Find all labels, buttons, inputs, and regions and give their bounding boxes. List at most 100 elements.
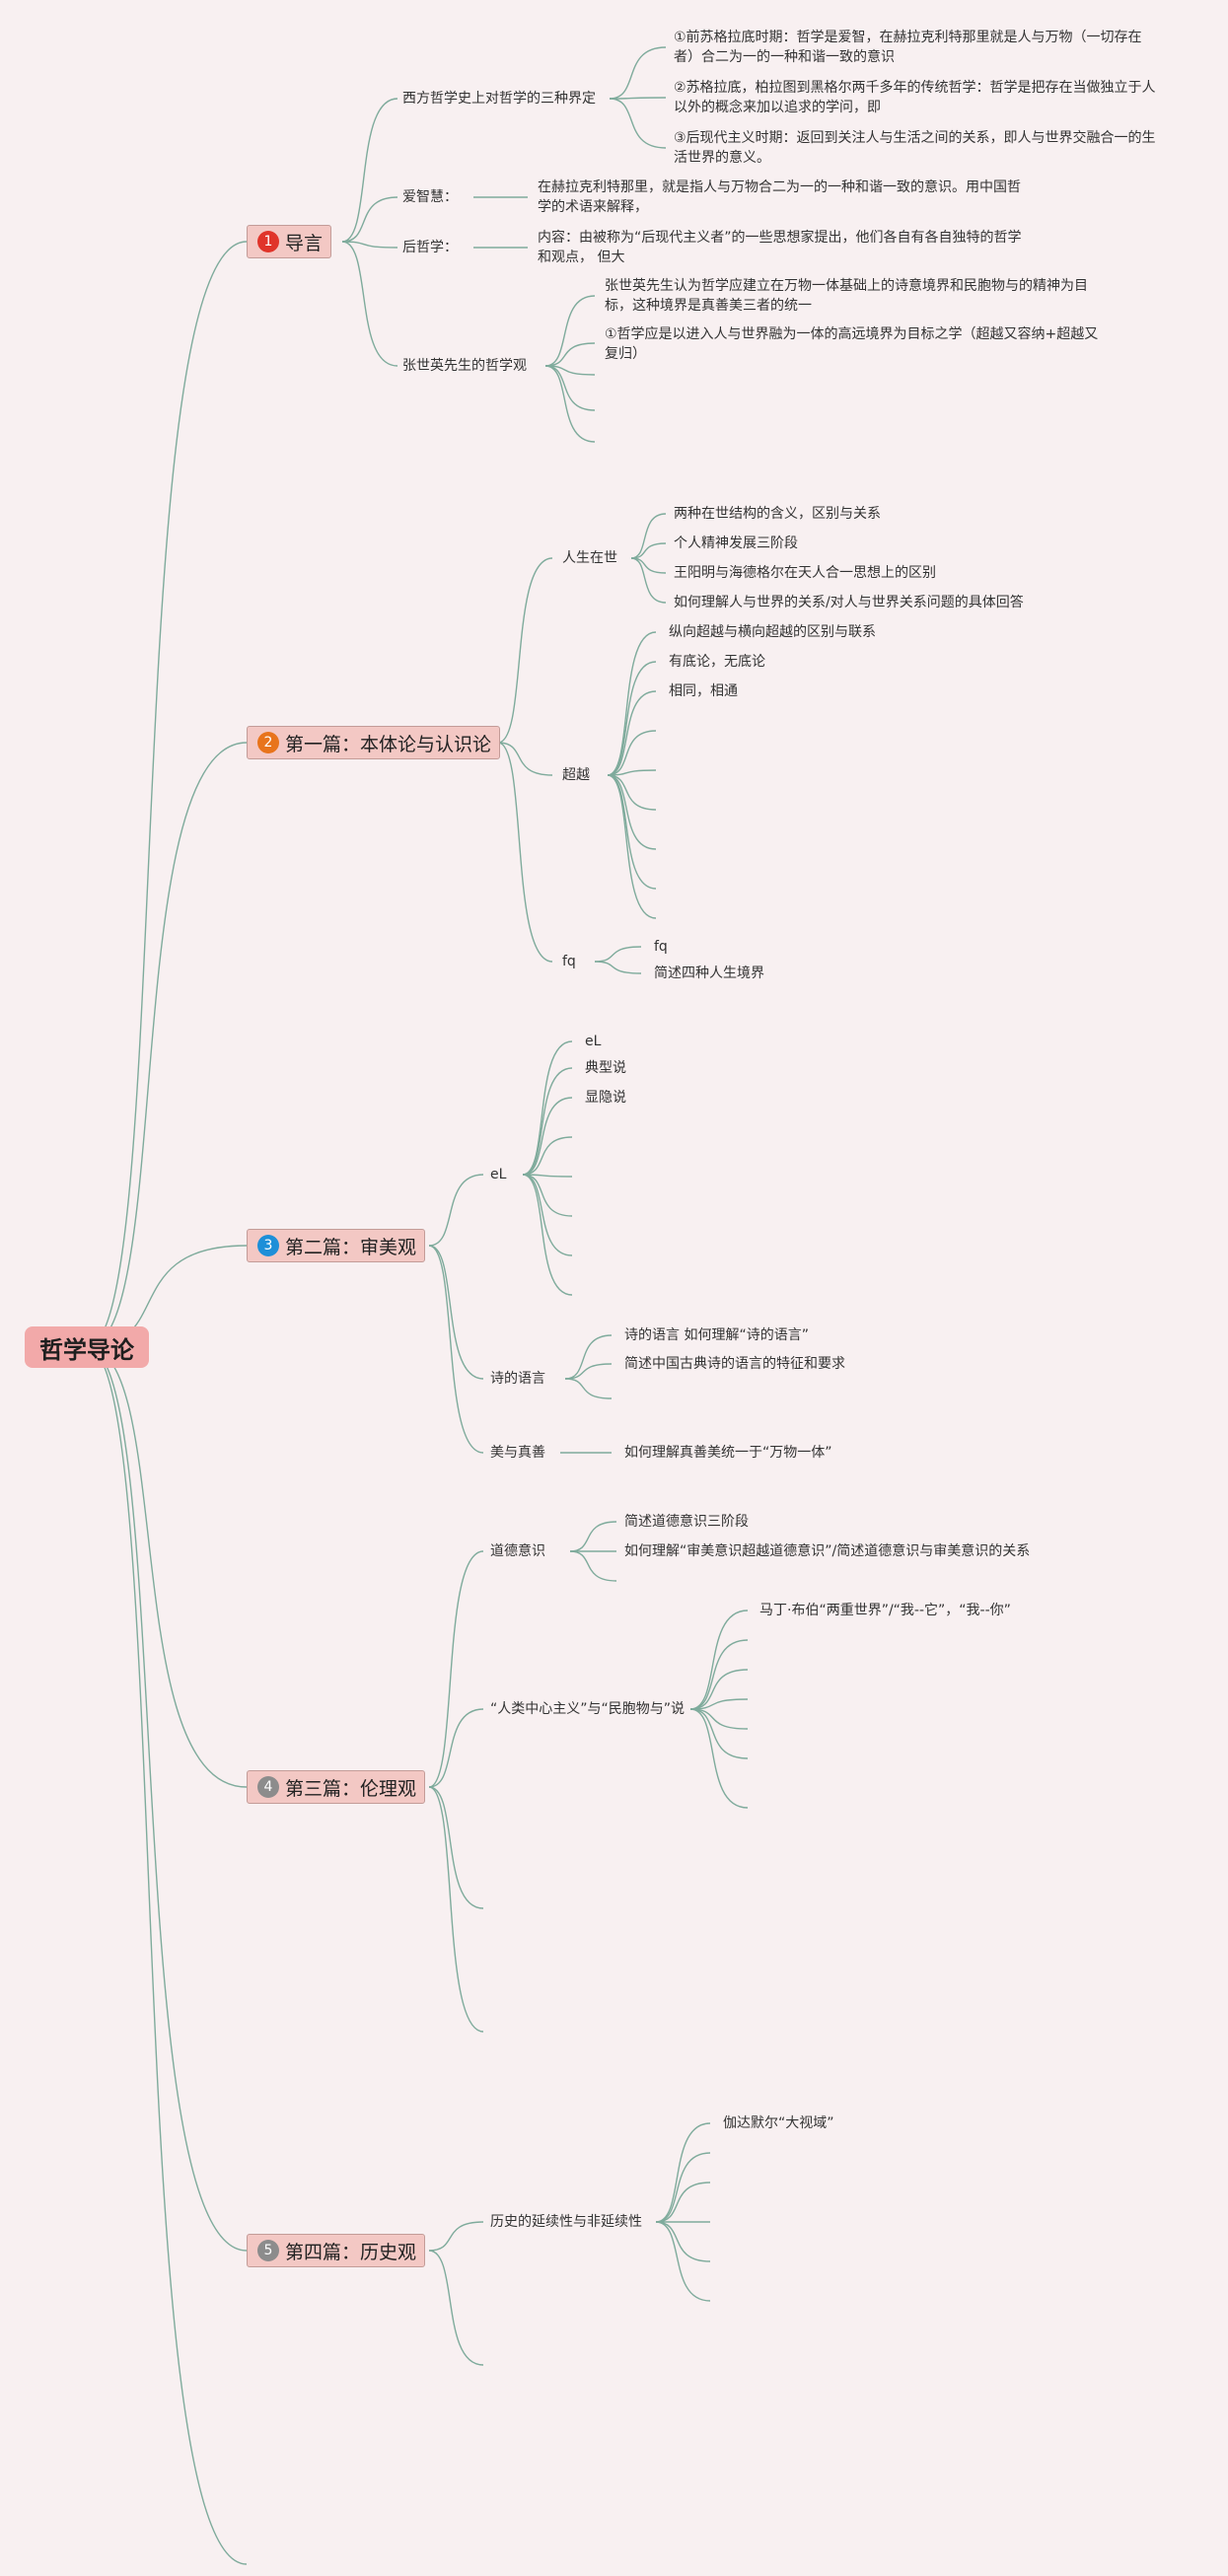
connector-line (497, 557, 553, 744)
connector-line (522, 1040, 573, 1176)
branch-label[interactable]: eL (490, 1167, 507, 1182)
leaf-text[interactable]: 如何理解真善美统一于“万物一体” (624, 1445, 832, 1461)
connector-line (609, 46, 667, 100)
leaf-text[interactable]: 纵向超越与横向超越的区别与联系 (669, 624, 876, 640)
connector-line (522, 1136, 573, 1176)
connector-line (428, 1550, 484, 1788)
connector-line (522, 1174, 573, 1178)
number-badge-1: 1 (257, 231, 279, 252)
leaf-text[interactable]: 张世英先生认为哲学应建立在万物一体基础上的诗意境界和民胞物与的精神为目标，这种境… (605, 278, 1088, 314)
section-connector (86, 742, 248, 1348)
connector-line (689, 1610, 749, 1710)
root-topic[interactable]: 哲学导论 (25, 1326, 149, 1368)
connector-line (655, 2182, 711, 2223)
section-ontology-epistemology[interactable]: 2 第一篇：本体论与认识论 (247, 726, 501, 759)
connector-line (655, 2122, 711, 2223)
connector-line (630, 542, 667, 559)
leaf-text[interactable]: 相同，相通 (669, 683, 738, 699)
connector-line (607, 774, 657, 850)
leaf-text[interactable]: ③后现代主义时期：返回到关注人与生活之间的关系，即人与世界交融合一的生活世界的意… (674, 130, 1156, 166)
section-title: 第二篇：审美观 (285, 1236, 417, 1258)
leaf-text[interactable]: 两种在世结构的含义，区别与关系 (674, 506, 881, 522)
leaf-text[interactable]: 显隐说 (585, 1090, 626, 1106)
number-badge-5: 5 (257, 2240, 279, 2261)
connector-line (655, 2221, 711, 2302)
number-badge-3: 3 (257, 1235, 279, 1256)
connector-line (564, 1363, 613, 1380)
section-aesthetics[interactable]: 3 第二篇：审美观 (247, 1229, 426, 1262)
branch-label[interactable]: 诗的语言 (490, 1371, 545, 1387)
number-badge-2: 2 (257, 732, 279, 753)
leaf-text[interactable]: 在赫拉克利特那里，就是指人与万物合二为一的一种和谐一致的意识。用中国哲学的术语来… (538, 179, 1021, 215)
connector-line (341, 241, 398, 367)
branch-label[interactable]: 美与真善 (490, 1445, 545, 1461)
connector-line (428, 1786, 484, 2033)
branch-label[interactable]: 爱智慧： (402, 189, 458, 205)
leaf-text[interactable]: ②苏格拉底，柏拉图到黑格尔两千多年的传统哲学：哲学是把存在当做独立于人以外的概念… (674, 80, 1156, 115)
branch-label[interactable]: 道德意识 (490, 1543, 545, 1559)
connector-line (689, 1698, 749, 1710)
connector-line (607, 661, 657, 776)
leaf-text[interactable]: 简述四种人生境界 (654, 966, 764, 981)
connector-line (689, 1708, 749, 1730)
connector-line (607, 769, 657, 776)
connector-line (609, 97, 667, 100)
connector-line (497, 742, 553, 963)
connector-line (609, 98, 667, 149)
connector-line (522, 1174, 573, 1217)
leaf-text[interactable]: 简述道德意识三阶段 (624, 1514, 749, 1530)
leaf-text[interactable]: 如何理解“审美意识超越道德意识”/简述道德意识与审美意识的关系 (624, 1543, 1031, 1559)
connector-line (607, 774, 657, 890)
section-title: 第三篇：伦理观 (285, 1777, 417, 1800)
branch-label[interactable]: 后哲学： (402, 240, 458, 255)
branch-label[interactable]: 人生在世 (562, 550, 617, 566)
connector-line (564, 1378, 613, 1399)
connector-line (497, 742, 553, 776)
leaf-text[interactable]: fq (654, 939, 668, 955)
connector-line (564, 1334, 613, 1380)
connector-line (341, 241, 398, 249)
connector-line (522, 1097, 573, 1176)
connector-line (607, 730, 657, 776)
connector-line (428, 2221, 484, 2252)
section-history[interactable]: 5 第四篇：历史观 (247, 2234, 426, 2267)
leaf-text[interactable]: 如何理解人与世界的关系/对人与世界关系问题的具体回答 (674, 595, 1024, 610)
section-connector (86, 1346, 248, 1788)
connector-line (522, 1067, 573, 1176)
branch-label[interactable]: “人类中心主义”与“民胞物与”说 (490, 1701, 686, 1717)
connector-line (544, 365, 596, 376)
connector-line (522, 1174, 573, 1296)
leaf-text[interactable]: 典型说 (585, 1060, 626, 1076)
leaf-text[interactable]: 简述中国古典诗的语言的特征和要求 (624, 1356, 845, 1372)
connector-line (607, 690, 657, 776)
number-badge-4: 4 (257, 1776, 279, 1798)
connector-line (428, 1245, 484, 1454)
leaf-text[interactable]: 马丁·布伯“两重世界”/“我--它”，“我--你” (759, 1603, 1011, 1618)
section-intro[interactable]: 1 导言 (247, 225, 332, 258)
connector-line (594, 946, 642, 963)
leaf-text[interactable]: 个人精神发展三阶段 (674, 536, 798, 551)
connector-line (428, 2250, 484, 2366)
leaf-text[interactable]: 伽达默尔“大视域” (723, 2115, 834, 2131)
section-ethics[interactable]: 4 第三篇：伦理观 (247, 1770, 426, 1804)
leaf-text[interactable]: 王阳明与海德格尔在天人合一思想上的区别 (674, 565, 936, 581)
leaf-text[interactable]: eL (585, 1034, 602, 1049)
leaf-text[interactable]: ①前苏格拉底时期：哲学是爱智，在赫拉克利特那里就是人与万物（一切存在者）合二为一… (674, 30, 1142, 65)
connector-line (655, 2221, 711, 2262)
section-connector (86, 1346, 248, 2565)
connector-line (544, 295, 596, 367)
branch-label[interactable]: fq (562, 954, 576, 969)
connector-line (630, 557, 667, 604)
leaf-text[interactable]: ①哲学应是以进入人与世界融为一体的高远境界为目标之学（超越又容纳+超越又复归） (605, 326, 1099, 362)
branch-label[interactable]: 历史的延续性与非延续性 (490, 2214, 642, 2230)
branch-label[interactable]: 张世英先生的哲学观 (402, 358, 527, 374)
connector-line (689, 1708, 749, 1809)
connector-line (655, 2152, 711, 2223)
branch-label[interactable]: 超越 (562, 767, 590, 783)
leaf-text[interactable]: 内容：由被称为“后现代主义者”的一些思想家提出，他们各自有各自独特的哲学和观点，… (538, 230, 1022, 265)
leaf-text[interactable]: 有底论，无底论 (669, 654, 765, 670)
branch-label[interactable]: 西方哲学史上对哲学的三种界定 (402, 91, 596, 107)
connector-line (607, 774, 657, 919)
leaf-text[interactable]: 诗的语言 如何理解“诗的语言” (624, 1327, 809, 1343)
